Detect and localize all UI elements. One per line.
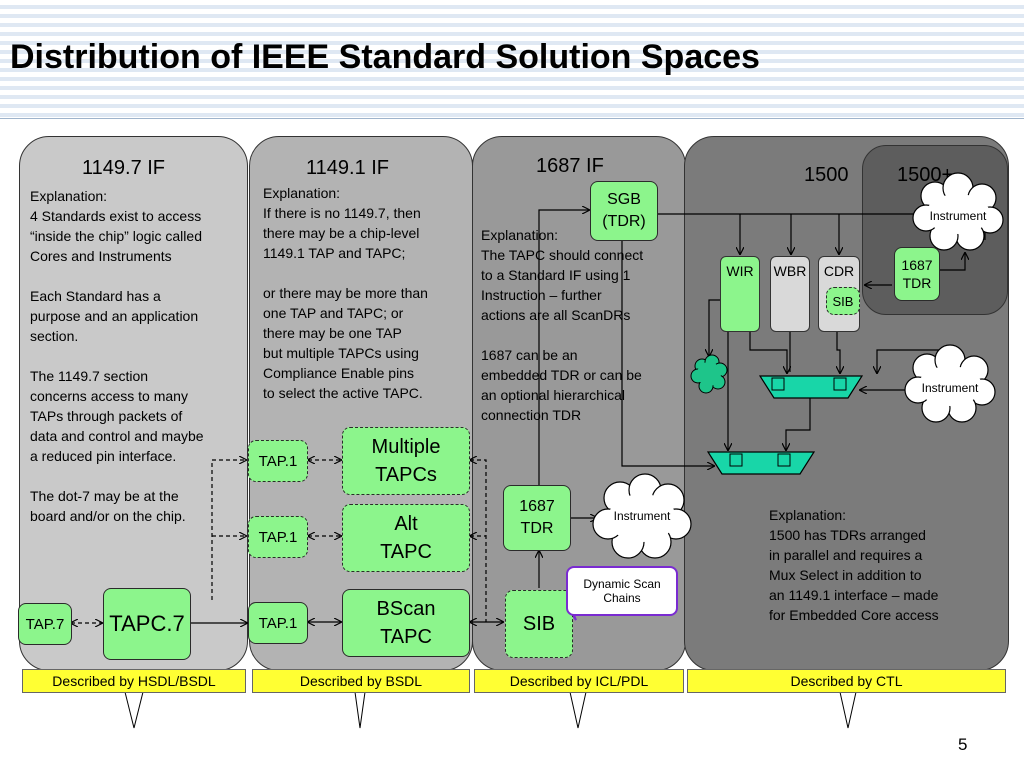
- tap7-box: TAP.7: [18, 603, 72, 645]
- described-by-hsdl-bsdl: Described by HSDL/BSDL: [22, 669, 246, 693]
- wir-box: WIR: [720, 256, 760, 332]
- described-by-ctl: Described by CTL: [687, 669, 1006, 693]
- instrument-label-mid: Instrument: [921, 381, 979, 395]
- explanation-1149-1: Explanation: If there is no 1149.7, then…: [263, 185, 428, 401]
- tap1-box-top: TAP.1: [248, 440, 308, 482]
- tap1-box-middle: TAP.1: [248, 516, 308, 558]
- tapc7-box: TAPC.7: [103, 588, 191, 660]
- multiple-tapcs-box: Multiple TAPCs: [342, 427, 470, 495]
- described-by-bsdl: Described by BSDL: [252, 669, 470, 693]
- cloud-icon-1687: [592, 473, 692, 559]
- described-by-icl-pdl: Described by ICL/PDL: [474, 669, 684, 693]
- panel-title-1149-7: 1149.7 IF: [82, 157, 166, 179]
- header-stripes: [0, 0, 1024, 118]
- cloud-icon-mid: [904, 344, 996, 423]
- tap1-box-bottom: TAP.1: [248, 602, 308, 644]
- instrument-label-1687: Instrument: [613, 509, 671, 523]
- explanation-1500: Explanation: 1500 has TDRs arranged in p…: [769, 507, 939, 623]
- sgb-tdr-box: SGB (TDR): [590, 181, 658, 241]
- instrument-label-top: Instrument: [929, 209, 987, 223]
- green-cloud-icon: [690, 354, 728, 394]
- panel-title-1500: 1500: [804, 164, 849, 186]
- explanation-1149-7: Explanation: 4 Standards exist to access…: [30, 188, 204, 524]
- panel-title-1687: 1687 IF: [536, 155, 604, 177]
- panel-title-1149-1: 1149.1 IF: [306, 157, 390, 179]
- dynamic-scan-chains-callout: Dynamic Scan Chains: [566, 566, 678, 616]
- tdr-1687-box: 1687 TDR: [503, 485, 571, 551]
- header-rule: [0, 118, 1024, 119]
- panel-title-1500-plus: 1500+: [897, 164, 954, 186]
- panel-1149-7: [19, 136, 248, 671]
- alt-tapc-box: Alt TAPC: [342, 504, 470, 572]
- sib-box: SIB: [505, 590, 573, 658]
- slide-title: Distribution of IEEE Standard Solution S…: [10, 38, 760, 76]
- panel-1149-1: [249, 136, 473, 671]
- wbr-box: WBR: [770, 256, 810, 332]
- tdr-1687-right-box: 1687 TDR: [894, 247, 940, 301]
- bscan-tapc-box: BScan TAPC: [342, 589, 470, 657]
- cdr-sib-box: SIB: [826, 287, 860, 315]
- cloud-icon-top: [912, 172, 1004, 251]
- page-number: 5: [958, 735, 968, 754]
